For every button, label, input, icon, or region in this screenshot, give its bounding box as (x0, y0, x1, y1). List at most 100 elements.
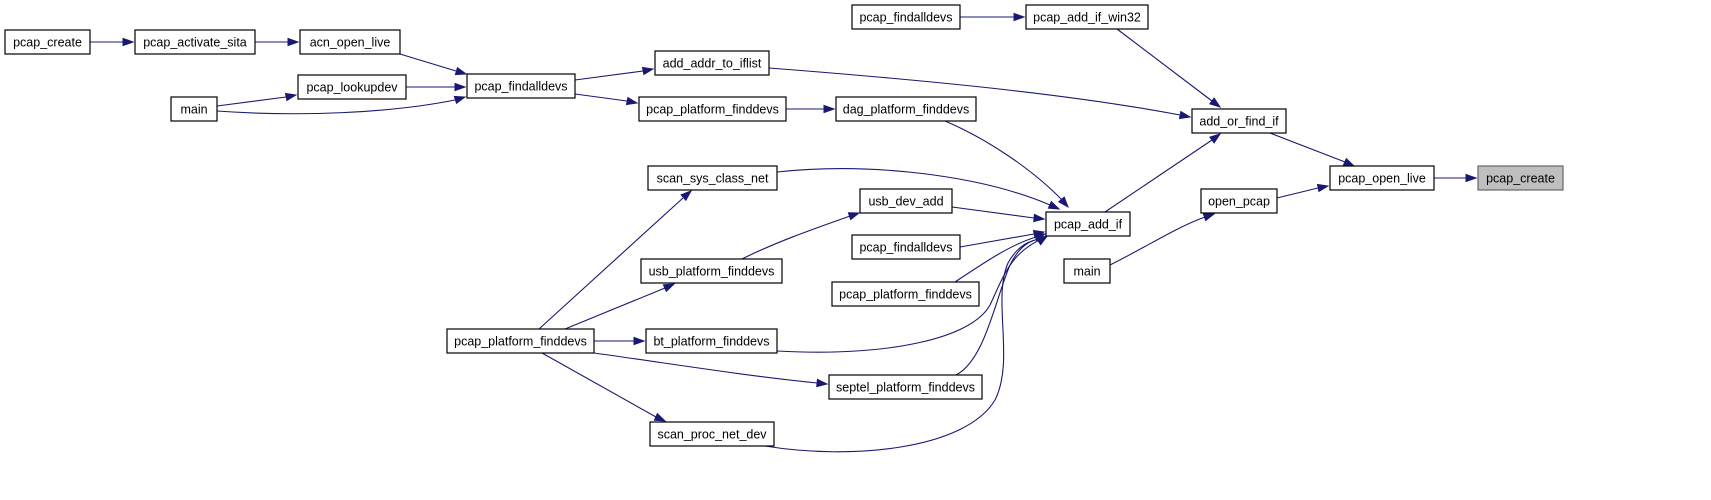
edge-plat-find-m-to-dag (786, 104, 836, 114)
node-pcap-create-highlighted[interactable]: pcap_create (1477, 165, 1564, 191)
svg-text:open_pcap: open_pcap (1208, 195, 1270, 209)
node-scan-proc-net-dev[interactable]: scan_proc_net_dev (649, 421, 775, 447)
edge-pcap-create-l-to-activate-sita (90, 37, 135, 47)
edge-scan-sys-to-pcap-add-if (776, 168, 1061, 210)
edge-line (944, 120, 1063, 201)
edge-activate-sita-to-acn-open-live (255, 37, 300, 47)
edge-arrowhead (284, 92, 298, 102)
edge-arrowhead (1047, 200, 1061, 210)
node-scan-sys-class-net[interactable]: scan_sys_class_net (647, 165, 778, 191)
edge-pcap-add-if-to-add-or-find (1104, 133, 1222, 213)
svg-text:pcap_lookupdev: pcap_lookupdev (306, 81, 398, 95)
edge-line (776, 237, 1045, 353)
edge-main-l-to-findalldevs-l (216, 95, 467, 115)
node-pcap-findalldevs-left[interactable]: pcap_findalldevs (466, 73, 576, 99)
edge-line (1109, 216, 1206, 266)
edge-dag-to-pcap-add-if (944, 120, 1069, 209)
edge-arrowhead (1209, 133, 1222, 144)
node-pcap-create-left[interactable]: pcap_create (4, 29, 91, 55)
node-add-addr-to-iflist[interactable]: add_addr_to_iflist (654, 50, 770, 76)
edge-findalldevs-l-to-add-addr (574, 66, 655, 81)
edge-arrowhead (454, 66, 468, 76)
node-acn-open-live[interactable]: acn_open_live (299, 29, 401, 55)
node-pcap-platform-finddevs-mid[interactable]: pcap_platform_finddevs (638, 96, 787, 122)
edge-scan-proc-to-pcap-add-if (764, 235, 1049, 453)
edge-arrowhead (1013, 12, 1026, 22)
edge-open-pcap-to-open-live (1276, 183, 1330, 199)
svg-text:dag_platform_finddevs: dag_platform_finddevs (843, 103, 969, 117)
node-septel-platform-finddevs[interactable]: septel_platform_finddevs (828, 374, 983, 400)
node-pcap-lookupdev[interactable]: pcap_lookupdev (297, 74, 407, 100)
node-bt-platform-finddevs[interactable]: bt_platform_finddevs (645, 328, 778, 354)
edge-arrowhead (1178, 110, 1192, 120)
edge-plat-find-b-to-usb-plat (564, 283, 676, 330)
edge-add-if-win32-to-add-or-find (1116, 28, 1222, 108)
node-pcap-platform-finddevs-bottom[interactable]: pcap_platform_finddevs (446, 328, 595, 354)
edge-open-live-to-pcap-create-r (1434, 173, 1478, 183)
edge-line (216, 99, 456, 115)
edge-arrowhead (1057, 196, 1069, 209)
svg-text:pcap_add_if_win32: pcap_add_if_win32 (1033, 11, 1141, 25)
svg-text:pcap_add_if: pcap_add_if (1054, 218, 1123, 232)
edge-line (593, 352, 818, 384)
edge-arrowhead (625, 96, 639, 106)
node-layer: pcap_create pcap_activate_sita acn_open_… (4, 4, 1564, 447)
node-usb-dev-add[interactable]: usb_dev_add (859, 188, 953, 214)
svg-text:main: main (1073, 265, 1100, 279)
edge-findalldevs-t-to-add-if-win32 (960, 12, 1026, 22)
edge-arrowhead (847, 212, 861, 221)
edge-arrowhead (1342, 157, 1356, 167)
node-pcap-add-if-win32[interactable]: pcap_add_if_win32 (1025, 4, 1149, 30)
svg-text:pcap_findalldevs: pcap_findalldevs (859, 241, 952, 255)
edge-arrowhead (453, 95, 467, 105)
node-pcap-activate-sita[interactable]: pcap_activate_sita (134, 29, 256, 55)
node-usb-platform-finddevs[interactable]: usb_platform_finddevs (640, 258, 783, 284)
edge-arrowhead (1202, 213, 1216, 222)
node-pcap-findalldevs-top[interactable]: pcap_findalldevs (851, 4, 961, 30)
svg-text:pcap_create: pcap_create (1486, 172, 1555, 186)
edge-line (541, 352, 657, 418)
edge-arrowhead (680, 190, 693, 202)
edge-arrowhead (653, 412, 667, 422)
edge-arrowhead (1465, 173, 1478, 183)
node-main-left[interactable]: main (170, 96, 218, 122)
edge-line (951, 206, 1035, 219)
svg-text:usb_dev_add: usb_dev_add (868, 195, 943, 209)
node-pcap-open-live[interactable]: pcap_open_live (1329, 165, 1435, 191)
edge-line (1116, 28, 1213, 102)
edge-main-l-to-lookupdev (216, 92, 298, 107)
svg-text:pcap_findalldevs: pcap_findalldevs (859, 11, 952, 25)
svg-text:pcap_platform_finddevs: pcap_platform_finddevs (839, 288, 972, 302)
svg-text:pcap_open_live: pcap_open_live (1338, 172, 1426, 186)
edge-findalldevs-l-to-plat-find-m (574, 93, 639, 106)
node-pcap-findalldevs-mid[interactable]: pcap_findalldevs (851, 234, 961, 260)
node-dag-platform-finddevs[interactable]: dag_platform_finddevs (835, 96, 977, 122)
edge-arrowhead (1209, 97, 1222, 108)
svg-text:usb_platform_finddevs: usb_platform_finddevs (649, 265, 775, 279)
edge-arrowhead (1033, 213, 1046, 223)
edge-line (538, 197, 684, 330)
edge-line (768, 67, 1181, 116)
svg-text:scan_sys_class_net: scan_sys_class_net (657, 172, 769, 186)
svg-text:septel_platform_finddevs: septel_platform_finddevs (836, 381, 975, 395)
svg-text:pcap_findalldevs: pcap_findalldevs (474, 80, 567, 94)
edge-arrowhead (662, 283, 676, 293)
node-add-or-find-if[interactable]: add_or_find_if (1191, 108, 1287, 134)
svg-text:acn_open_live: acn_open_live (310, 36, 391, 50)
node-open-pcap[interactable]: open_pcap (1200, 188, 1278, 214)
edge-line (564, 287, 666, 330)
node-pcap-platform-finddevs-right[interactable]: pcap_platform_finddevs (831, 281, 980, 307)
edge-line (574, 70, 644, 81)
edge-add-addr-to-add-or-find (768, 67, 1192, 120)
svg-text:add_or_find_if: add_or_find_if (1199, 115, 1279, 129)
edge-arrowhead (122, 37, 135, 47)
edge-line (741, 215, 851, 260)
edge-line (399, 53, 457, 72)
edge-acn-open-live-to-findalldevs-l (399, 53, 468, 76)
node-main-right[interactable]: main (1063, 258, 1111, 284)
edge-arrowhead (1316, 183, 1330, 193)
node-pcap-add-if[interactable]: pcap_add_if (1045, 211, 1131, 237)
edge-arrowhead (454, 82, 467, 92)
svg-text:pcap_platform_finddevs: pcap_platform_finddevs (454, 335, 587, 349)
